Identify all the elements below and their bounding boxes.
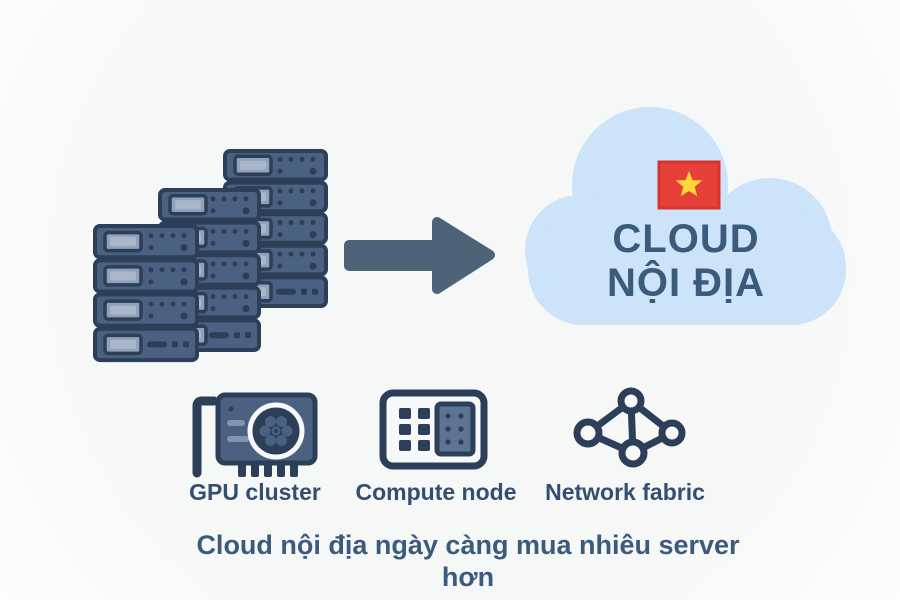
cloud-title-line1: CLOUD (612, 217, 760, 261)
flag-star (675, 171, 703, 197)
compute-node-icon (379, 389, 488, 470)
right-arrow-icon (344, 217, 495, 294)
caption-text: Cloud nội địa ngày càng mua nhiêu server… (196, 530, 740, 593)
compute-node-label: Compute node (355, 479, 517, 505)
network-nodes (573, 387, 686, 468)
network-fabric-label: Network fabric (545, 479, 705, 505)
gpu-pins (238, 463, 298, 477)
network-fabric-icon (573, 387, 686, 468)
vietnam-flag-icon (657, 160, 721, 210)
server-rack-stack-icon (93, 149, 328, 363)
cloud-title-line2: NỘI ĐỊA (606, 261, 766, 305)
compute-module-dots (445, 413, 464, 445)
gpu-cluster-label: GPU cluster (189, 479, 321, 505)
compute-node-cells (399, 408, 430, 451)
gpu-card-icon (192, 392, 318, 478)
cloud-icon (525, 107, 846, 325)
gpu-fan-blades (259, 416, 293, 446)
